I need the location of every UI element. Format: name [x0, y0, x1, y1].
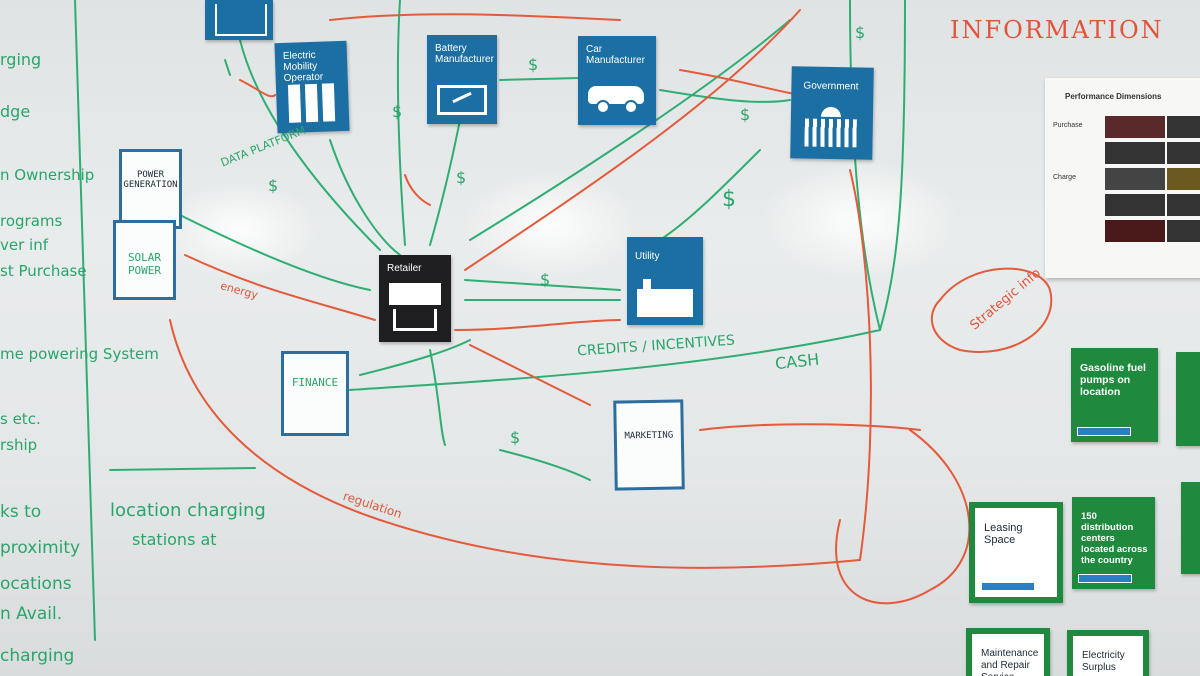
dollar-sign: $: [528, 55, 539, 74]
dollar-sign: $: [268, 176, 279, 195]
green-card-gasoline: Gasoline fuel pumps on location: [1071, 348, 1158, 442]
dollar-sign: $: [540, 270, 551, 289]
note-power-generation: POWER GENERATION: [119, 149, 182, 229]
sheet-photo: [1167, 220, 1200, 242]
sheet-title: Performance Dimensions: [1065, 92, 1162, 101]
left-margin-text: n Ownership: [0, 166, 95, 184]
government-building-icon: [802, 106, 859, 149]
sheet-row-label: Purchase: [1053, 122, 1083, 129]
card-electric-mobility: Electric Mobility Operator: [274, 40, 350, 134]
card-label: Utility: [635, 251, 660, 262]
card-utility: Utility: [627, 237, 703, 325]
green-card-electricity: Electricity Surplus: [1067, 630, 1149, 676]
left-margin-text: rograms: [0, 212, 63, 230]
card-label: Maintenance and Repair Service: [981, 648, 1039, 676]
card-label: Car Manufacturer: [586, 44, 645, 66]
left-margin-text: ver inf: [0, 236, 48, 254]
card-label: Government: [803, 80, 859, 93]
card-footer: [981, 582, 1035, 591]
left-margin-text: ks to: [0, 502, 42, 522]
left-margin-text: me powering System: [0, 345, 159, 363]
performance-dimensions-sheet: Performance Dimensions Purchase Charge: [1045, 78, 1200, 278]
left-margin-text: rship: [0, 436, 38, 454]
card-label: Leasing Space: [984, 522, 1023, 546]
card-footer: [1077, 427, 1131, 436]
dollar-sign: $: [456, 168, 467, 187]
note-label: SOLAR POWER: [127, 251, 162, 277]
left-margin-text: dge: [0, 102, 31, 121]
dollar-sign: $: [855, 23, 866, 42]
dollar-sign: $: [722, 187, 736, 212]
green-card-maintenance: Maintenance and Repair Service: [966, 628, 1050, 676]
sheet-photo: [1167, 142, 1200, 164]
sheet-photo: [1105, 142, 1165, 164]
sheet-row-label: Charge: [1053, 174, 1076, 181]
left-margin-text: proximity: [0, 538, 81, 558]
heading-information: INFORMATION: [950, 16, 1164, 44]
card-partial-top: [205, 0, 273, 40]
left-margin-text: st Purchase: [0, 262, 87, 280]
green-card-distribution: 150 distribution centers located across …: [1072, 497, 1155, 589]
green-card-leasing: Leasing Space: [969, 502, 1063, 603]
left-margin-text: s etc.: [0, 410, 41, 428]
left-margin-text: n Avail.: [0, 604, 63, 624]
sheet-photo: [1167, 194, 1200, 216]
note-label: FINANCE: [291, 376, 339, 389]
dollar-sign: $: [392, 102, 403, 121]
sheet-photo: [1105, 220, 1165, 242]
card-label: Gasoline fuel pumps on location: [1080, 362, 1146, 398]
card-car-manufacturer: Car Manufacturer: [578, 36, 656, 125]
battery-icon: [437, 85, 487, 115]
factory-icon: [637, 279, 693, 317]
charging-station-icon: [287, 83, 337, 125]
card-footer: [1078, 574, 1132, 583]
label-stations: stations at: [132, 530, 217, 549]
note-label: POWER GENERATION: [123, 170, 178, 190]
note-finance: FINANCE: [281, 351, 349, 436]
left-margin-text: ocations: [0, 574, 72, 594]
sheet-photo: [1105, 168, 1165, 190]
card-label: Retailer: [387, 263, 422, 274]
label-location-charging: location charging: [110, 500, 266, 521]
dollar-sign: $: [510, 428, 521, 447]
card-battery-manufacturer: Battery Manufacturer: [427, 35, 497, 124]
card-label: Electricity Surplus: [1082, 650, 1125, 673]
sheet-photo: [1105, 116, 1165, 138]
note-label: MARKETING: [624, 430, 674, 442]
green-card-partial: [1181, 482, 1200, 574]
sheet-photo: [1167, 116, 1200, 138]
note-marketing: MARKETING: [613, 399, 685, 491]
dollar-sign: $: [740, 105, 751, 124]
sheet-photo: [1105, 194, 1165, 216]
left-margin-text: rging: [0, 50, 42, 69]
card-retailer: Retailer: [379, 255, 451, 342]
card-label: Battery Manufacturer: [435, 43, 494, 65]
left-margin-text: charging: [0, 646, 75, 666]
store-icon: [389, 283, 441, 333]
card-government: Government: [790, 66, 874, 160]
card-label: 150 distribution centers located across …: [1081, 511, 1148, 566]
server-icon: [215, 4, 267, 36]
note-solar-power: SOLAR POWER: [113, 220, 176, 300]
green-card-partial: [1176, 352, 1200, 446]
car-icon: [588, 86, 644, 114]
sheet-photo: [1167, 168, 1200, 190]
card-label: Electric Mobility Operator: [282, 49, 324, 84]
